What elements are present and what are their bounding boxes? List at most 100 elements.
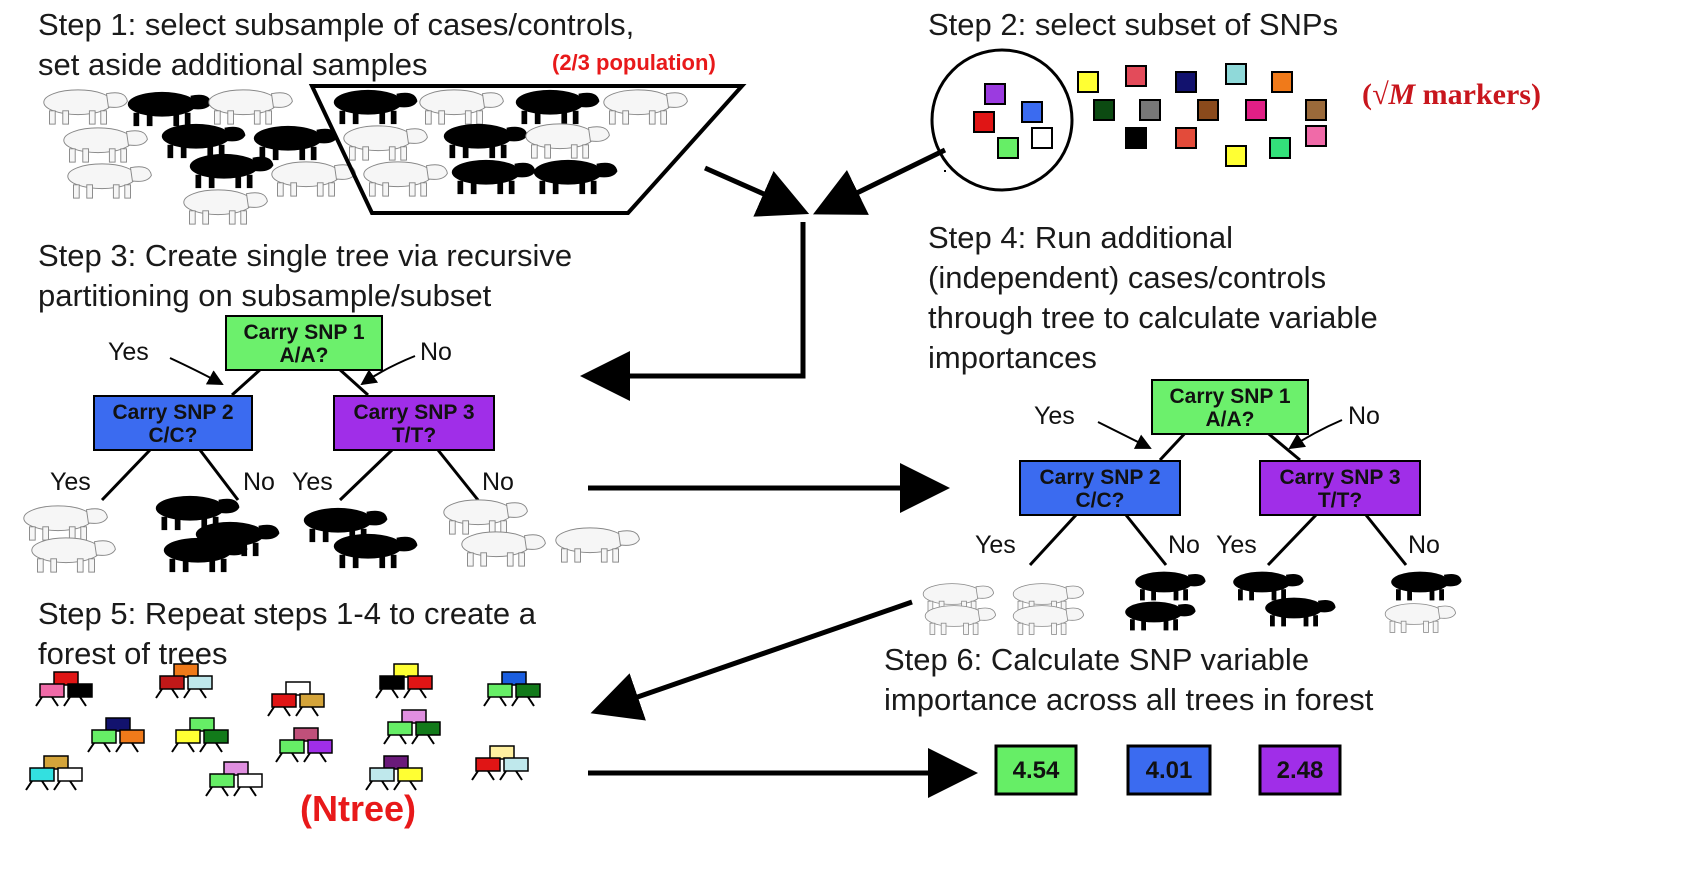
mini-tree-edge	[131, 742, 139, 753]
snp-marker-square	[1225, 63, 1247, 85]
mini-tree-edge	[205, 786, 213, 797]
control-sheep-icon	[208, 89, 293, 125]
mini-tree-icon	[35, 671, 93, 707]
mini-tree-edge	[511, 696, 519, 707]
mini-tree-edge	[471, 770, 479, 781]
snp-marker-square	[1139, 99, 1161, 121]
mini-tree-node	[159, 675, 185, 690]
mini-tree-edge	[63, 696, 71, 707]
tree2-right-line2: T/T?	[1318, 489, 1362, 512]
mini-tree-node	[285, 681, 311, 696]
case-sheep-icon	[127, 91, 212, 127]
control-sheep-icon	[419, 89, 504, 125]
mini-tree-node	[175, 729, 201, 744]
mini-tree-node	[29, 767, 55, 782]
step5-line1: Step 5: Repeat steps 1-4 to create a	[38, 596, 537, 631]
population-annotation: (2/3 population)	[552, 50, 716, 75]
case-sheep-icon	[515, 89, 600, 125]
case-sheep-icon	[1135, 571, 1206, 601]
snp-marker-square	[1305, 99, 1327, 121]
decision-tree-1: Yes No Carry SNP 1 A/A? Carry SNP 2 C/C?…	[50, 315, 514, 502]
mini-tree-edge	[515, 770, 523, 781]
mini-tree-node	[501, 671, 527, 686]
tree1-right-node	[333, 395, 495, 451]
mini-tree-node	[187, 675, 213, 690]
control-sheep-icon	[43, 89, 128, 125]
case-sheep-icon	[161, 123, 246, 159]
mini-tree-node	[487, 683, 513, 698]
mini-tree-icon	[155, 663, 213, 699]
mini-tree-icon	[171, 717, 229, 753]
snp-marker-square	[1245, 99, 1267, 121]
mini-tree-node	[209, 773, 235, 788]
snp-marker-square	[1021, 101, 1043, 123]
control-sheep-icon	[343, 125, 428, 161]
mini-tree-node	[189, 717, 215, 732]
mini-tree-icon	[275, 727, 333, 763]
score-value-snp3: 2.48	[1277, 757, 1324, 784]
mini-tree-edge	[69, 780, 77, 791]
tree2-right-line1: Carry SNP 3	[1279, 466, 1400, 489]
markers-annotation: (√M markers)	[1362, 78, 1541, 112]
mini-tree-icon	[267, 681, 325, 717]
mini-tree-edge	[399, 734, 407, 745]
mini-tree-icon	[205, 761, 263, 797]
tree1-right-line1: Carry SNP 3	[353, 401, 474, 424]
mini-tree-node	[173, 663, 199, 678]
step6-text: Step 6: Calculate SNP variable importanc…	[884, 640, 1373, 720]
mini-tree-edge	[215, 742, 223, 753]
mini-tree-edge	[25, 780, 33, 791]
mini-tree-node	[307, 739, 333, 754]
control-sheep-icon	[63, 127, 148, 163]
case-sheep-icon	[253, 125, 338, 161]
mini-tree-node	[475, 757, 501, 772]
markers-open-paren: (	[1362, 78, 1372, 111]
step4-line3: through tree to calculate variable	[928, 300, 1378, 335]
tree1-root-no: No	[420, 338, 452, 366]
snp-marker-square	[1269, 137, 1291, 159]
score-box-snp2	[1126, 744, 1212, 796]
mini-tree-edge	[233, 786, 241, 797]
forest-of-trees	[25, 663, 541, 797]
tree1-left-line1: Carry SNP 2	[112, 401, 233, 424]
mini-tree-node	[293, 727, 319, 742]
tree2-root-yes: Yes	[1034, 402, 1075, 430]
control-sheep-icon	[271, 161, 356, 197]
mini-tree-edge	[303, 752, 311, 763]
mini-tree-edge	[103, 742, 111, 753]
mini-tree-icon	[383, 709, 441, 745]
mini-tree-edge	[483, 696, 491, 707]
tree1-root-node	[225, 315, 383, 371]
case-sheep-icon	[1391, 571, 1462, 601]
mini-tree-node	[397, 767, 423, 782]
case-sheep-icon	[1265, 597, 1336, 627]
tree2-right-node	[1259, 460, 1421, 516]
arrow-step4-to-step5	[590, 599, 913, 721]
mini-tree-edge	[409, 780, 417, 791]
tree1-right-line2: T/T?	[392, 424, 436, 447]
mini-tree-edge	[499, 696, 507, 707]
snp-marker-square	[1125, 65, 1147, 87]
arrow-step2-to-center	[813, 147, 947, 215]
mini-tree-node	[379, 675, 405, 690]
mini-tree-node	[67, 683, 93, 698]
step5-text: Step 5: Repeat steps 1-4 to create a for…	[38, 594, 536, 674]
case-sheep-icon	[333, 89, 418, 125]
tree1-leaf-samples	[23, 495, 640, 573]
mini-tree-node	[223, 761, 249, 776]
mini-tree-edge	[283, 706, 291, 717]
step1-line2: set aside additional samples	[38, 47, 428, 82]
case-sheep-icon	[189, 153, 274, 189]
case-sheep-icon	[163, 537, 248, 573]
mini-tree-icon	[375, 663, 433, 699]
control-sheep-icon	[603, 89, 688, 125]
step6-line1: Step 6: Calculate SNP variable	[884, 642, 1310, 677]
snp-marker-square	[1175, 71, 1197, 93]
step2-line1: Step 2: select subset of SNPs	[928, 7, 1339, 42]
mini-tree-edge	[267, 706, 275, 717]
mini-tree-edge	[199, 742, 207, 753]
tree2-left-no: No	[1168, 531, 1200, 559]
tree1-root-line2: A/A?	[280, 344, 329, 367]
mini-tree-edge	[295, 706, 303, 717]
mini-tree-edge	[35, 696, 43, 707]
